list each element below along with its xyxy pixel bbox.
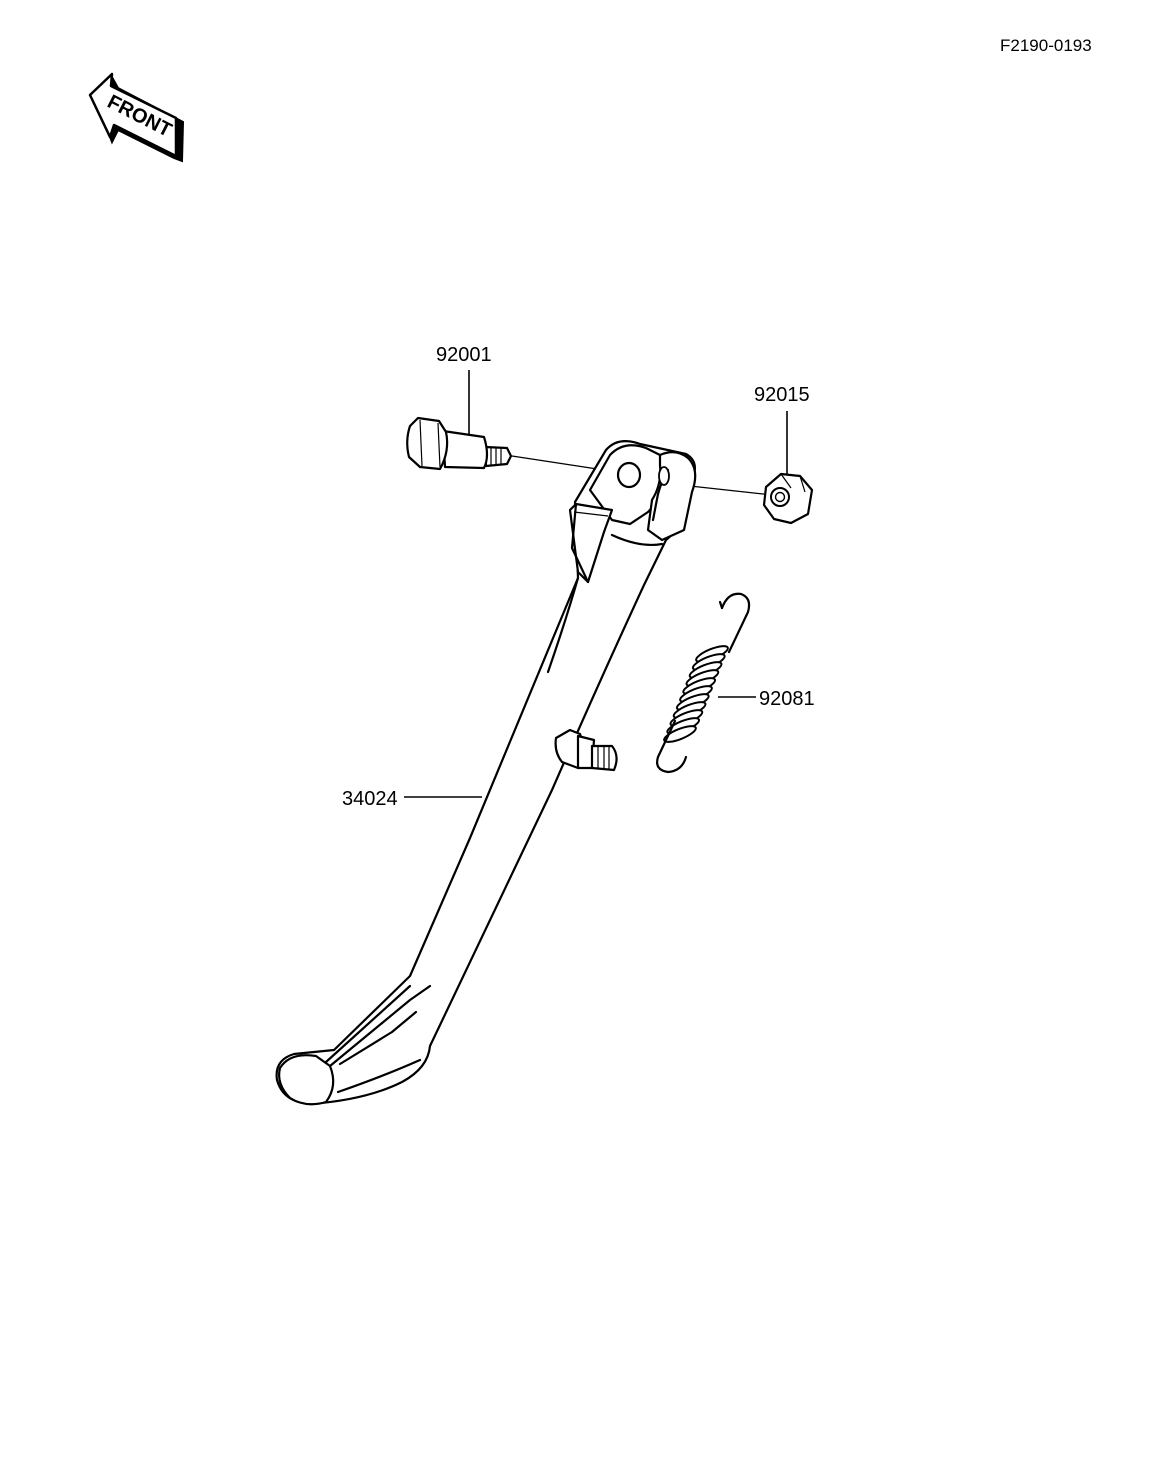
front-arrow-icon: FRONT bbox=[88, 72, 185, 163]
part-number-92001: 92001 bbox=[436, 344, 492, 366]
part-number-92015: 92015 bbox=[754, 384, 810, 406]
nut-92015 bbox=[762, 411, 814, 525]
part-number-34024: 34024 bbox=[342, 788, 398, 810]
side-stand-34024 bbox=[275, 439, 697, 1106]
spring-coil bbox=[663, 725, 697, 743]
spring-92081 bbox=[656, 592, 756, 774]
part-number-92081: 92081 bbox=[759, 688, 815, 710]
bolt-92001 bbox=[406, 370, 513, 471]
reference-code: F2190-0193 bbox=[1000, 36, 1092, 55]
